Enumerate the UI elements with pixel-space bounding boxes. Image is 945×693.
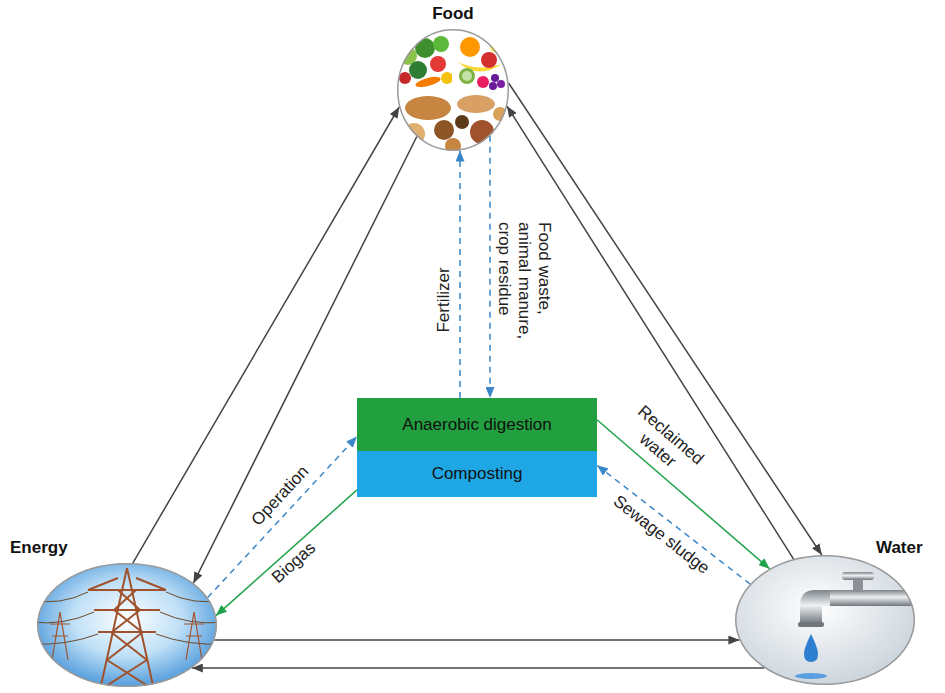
energy-circle: Energy <box>37 563 217 687</box>
circle-outline <box>38 564 217 687</box>
illustration-part <box>804 634 818 662</box>
illustration-part <box>462 71 472 81</box>
illustration-part <box>103 590 151 688</box>
illustration-part <box>184 612 204 660</box>
edge-label: Reclaimed water <box>617 398 711 487</box>
illustration-part <box>37 563 217 687</box>
illustration-part <box>433 36 449 52</box>
food-illustration <box>397 29 509 154</box>
flow-arrow <box>192 667 765 669</box>
illustration-part <box>445 138 461 154</box>
edge-label: Operation <box>247 462 313 530</box>
illustration-part <box>414 75 441 89</box>
circle-outline <box>37 563 217 687</box>
food-circle: Food <box>397 29 509 151</box>
circle-outline <box>736 556 915 685</box>
illustration-part <box>30 592 225 602</box>
node-heading: Food <box>432 4 474 24</box>
edge-label: Sewage sludge <box>609 491 713 578</box>
circle-outline <box>397 29 509 151</box>
dashed-arrow <box>489 136 491 398</box>
dashed-arrow <box>208 437 357 598</box>
illustration-part <box>460 37 480 57</box>
circle-outline <box>398 30 509 151</box>
illustration-part <box>100 568 154 690</box>
illustration-part <box>735 555 915 685</box>
edge-label: Fertilizer <box>433 267 453 332</box>
dashed-arrow <box>597 465 750 584</box>
illustration-part <box>397 29 509 151</box>
illustration-part <box>497 80 505 88</box>
illustration-part <box>455 115 469 129</box>
illustration-part <box>50 612 204 660</box>
illustration-part <box>798 622 824 627</box>
process-box: Anaerobic digestion <box>357 398 597 451</box>
illustration-part <box>409 61 427 79</box>
node-label: Composting <box>432 464 523 484</box>
illustration-part <box>405 96 451 120</box>
illustration-part <box>800 590 830 624</box>
illustration-part <box>477 76 489 88</box>
node-heading: Water <box>876 538 923 558</box>
illustration-part <box>491 74 499 82</box>
illustration-part <box>452 29 454 91</box>
illustration-part <box>795 673 827 679</box>
circle-outline <box>735 555 915 685</box>
illustration-part <box>399 72 411 84</box>
power-tower-illustration <box>30 563 225 690</box>
illustration-part <box>457 95 495 113</box>
water-circle: Water <box>735 555 915 685</box>
flow-arrow <box>214 639 739 641</box>
illustration-part <box>430 56 446 72</box>
illustration-part <box>853 578 863 592</box>
illustration-part <box>490 39 504 53</box>
illustration-part <box>415 38 435 58</box>
illustration-part <box>459 68 475 84</box>
edge-label: Food waste, animal manure, crop residue <box>494 222 554 350</box>
node-label: Anaerobic digestion <box>402 415 551 435</box>
illustration-part <box>88 568 166 690</box>
flow-arrow <box>193 137 416 584</box>
faucet-illustration <box>735 555 925 685</box>
illustration-part <box>434 120 454 140</box>
flow-arrow <box>216 490 357 616</box>
illustration-part <box>50 612 70 660</box>
illustration-part <box>441 72 453 84</box>
illustration-part <box>489 82 497 90</box>
node-heading: Energy <box>10 538 68 558</box>
illustration-part <box>88 590 166 632</box>
dashed-arrow <box>459 151 461 399</box>
process-box: Composting <box>357 451 597 497</box>
illustration-part <box>481 52 497 68</box>
illustration-part <box>88 578 166 590</box>
